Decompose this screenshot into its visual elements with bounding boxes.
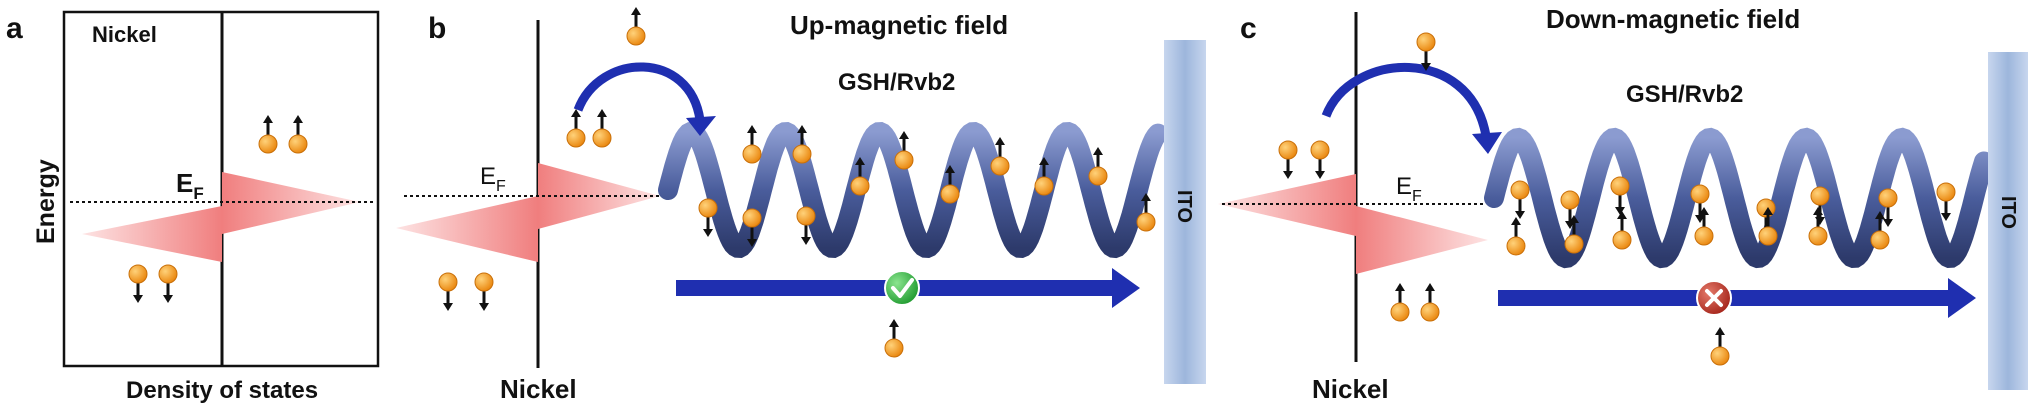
panel-c: c EF Nickel Down-magnetic field GSH/Rvb2… xyxy=(1218,4,2028,404)
panel-b-molecule-label: GSH/Rvb2 xyxy=(838,69,955,96)
panel-c-field-title: Down-magnetic field xyxy=(1546,4,1800,34)
electron-spin-up xyxy=(566,109,586,148)
electron-spin-up xyxy=(1506,217,1526,256)
electron-spin-down xyxy=(438,272,458,311)
injection-arrowhead-c xyxy=(1472,132,1502,154)
electron-spin-up xyxy=(1870,211,1890,250)
panel-a-fermi-label: EF xyxy=(176,168,204,203)
panel-b-nickel-label: Nickel xyxy=(500,374,577,404)
panel-b-fermi-label: EF xyxy=(480,163,506,195)
cross-icon xyxy=(1696,280,1732,316)
electron-spin-up xyxy=(1758,207,1778,246)
electron-spin-down xyxy=(1416,32,1436,71)
dos-spin-up-lobe xyxy=(222,172,360,234)
electron-spin-down xyxy=(1278,140,1298,179)
electron-spin-down xyxy=(128,264,148,303)
electron-spin-up xyxy=(850,157,870,196)
electron-spin-up xyxy=(592,109,612,148)
electron-spin-up xyxy=(1808,207,1828,246)
panel-c-fermi-label: EF xyxy=(1396,173,1422,205)
panel-c-nickel-label: Nickel xyxy=(1312,374,1389,404)
electrons-layer xyxy=(128,7,1956,366)
electron-spin-down xyxy=(796,206,816,245)
electron-spin-down xyxy=(698,198,718,237)
electron-spin-up xyxy=(1136,193,1156,232)
dos-axis-label: Density of states xyxy=(126,377,318,404)
electron-spin-down xyxy=(742,208,762,247)
dos-spin-down-lobe xyxy=(82,206,222,262)
dos-lobe-c-left xyxy=(1218,174,1356,236)
electron-spin-down xyxy=(1878,188,1898,227)
electron-spin-up xyxy=(288,115,308,154)
electron-spin-down xyxy=(158,264,178,303)
panel-c-molecule-label: GSH/Rvb2 xyxy=(1626,81,1743,108)
panel-b-field-title: Up-magnetic field xyxy=(790,10,1008,40)
electron-spin-up xyxy=(792,125,812,164)
electron-spin-down xyxy=(1610,176,1630,215)
electron-spin-up xyxy=(742,125,762,164)
dos-lobe-c-right xyxy=(1356,206,1488,274)
panel-a-label: a xyxy=(6,12,23,45)
electron-spin-down xyxy=(1936,182,1956,221)
electron-spin-down xyxy=(474,272,494,311)
energy-axis-label: Energy xyxy=(32,159,60,244)
panel-a: a Nickel EF Energy Density of states xyxy=(6,10,380,404)
electron-spin-up xyxy=(626,7,646,46)
ito-label-c: ITO xyxy=(1997,196,2019,229)
injection-arrowhead-b xyxy=(686,116,716,136)
electron-spin-up xyxy=(1034,157,1054,196)
panel-a-nickel-label: Nickel xyxy=(92,22,157,47)
electron-spin-up xyxy=(1612,211,1632,250)
panel-b-label: b xyxy=(428,12,446,45)
injection-arrow-b xyxy=(573,62,705,121)
electron-spin-up xyxy=(258,115,278,154)
electron-spin-up xyxy=(940,165,960,204)
electron-spin-down xyxy=(1310,140,1330,179)
ito-label-b: ITO xyxy=(1173,190,1195,223)
electron-spin-up xyxy=(1390,283,1410,322)
electron-spin-up xyxy=(1710,327,1730,366)
ito-electrode-c xyxy=(1988,52,2028,390)
electron-spin-up xyxy=(884,319,904,358)
electron-spin-up xyxy=(1420,283,1440,322)
panel-b: b EF Nickel Up-magnetic field GSH/Rvb2 I… xyxy=(396,10,1206,404)
dos-lobe-b-left xyxy=(396,196,538,262)
electron-spin-up xyxy=(1088,147,1108,186)
electron-spin-up xyxy=(1564,215,1584,254)
electron-spin-up xyxy=(894,131,914,170)
ito-electrode-b xyxy=(1164,40,1206,384)
electron-spin-up xyxy=(1694,207,1714,246)
panel-c-label: c xyxy=(1240,12,1257,45)
transport-arrow-c xyxy=(1498,278,1976,318)
checkmark-icon xyxy=(884,270,920,306)
electron-spin-down xyxy=(1690,184,1710,223)
electron-spin-down xyxy=(1510,180,1530,219)
injection-arrow-c xyxy=(1321,62,1491,137)
helix-b xyxy=(658,121,1168,259)
electron-spin-up xyxy=(990,137,1010,176)
